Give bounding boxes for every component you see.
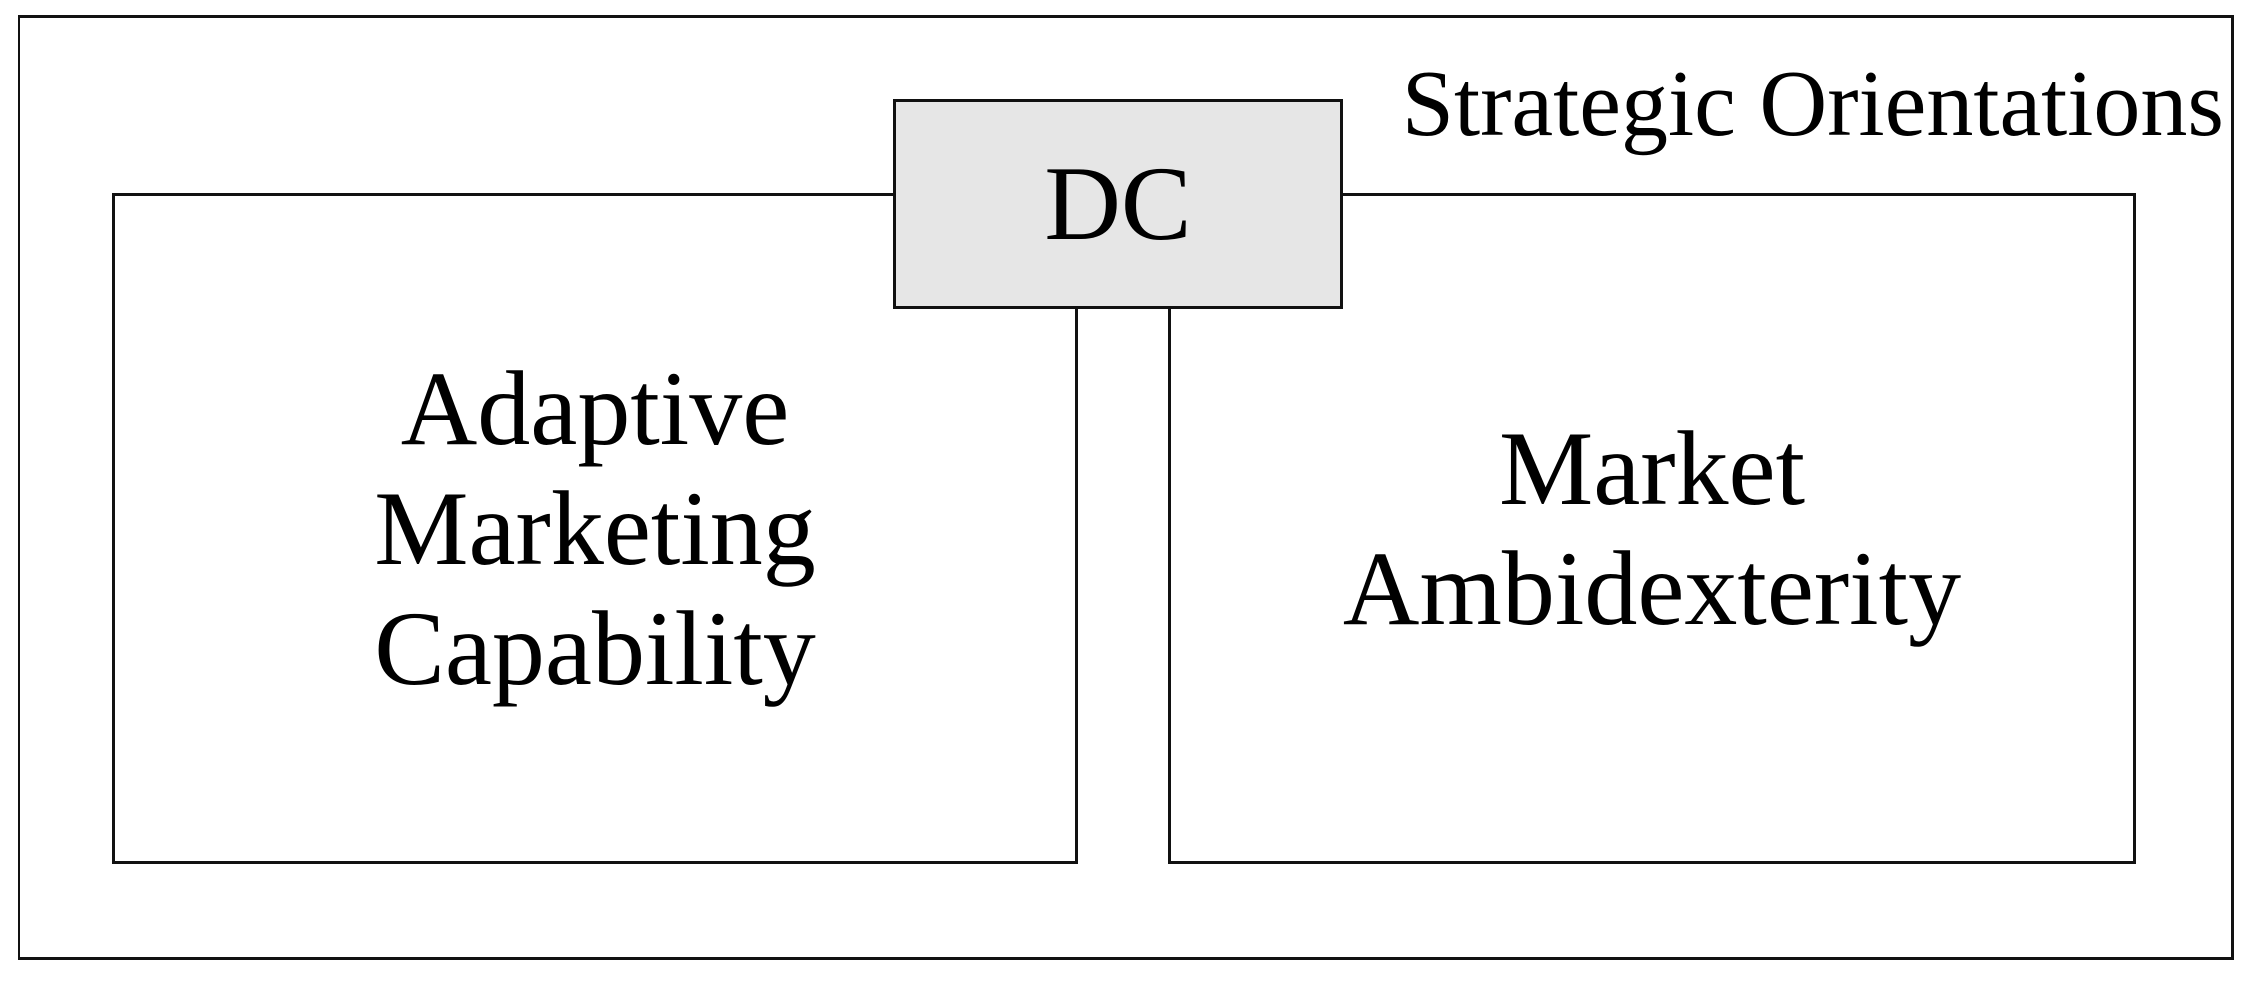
dc-box: DC <box>893 99 1343 309</box>
frame-title: Strategic Orientations <box>1401 52 2224 156</box>
label-line: Ambidexterity <box>1342 529 1962 647</box>
market-ambidexterity-label: Market Ambidexterity <box>1343 409 1961 649</box>
adaptive-marketing-capability-label: Adaptive Marketing Capability <box>374 349 816 709</box>
label-line: Capability <box>374 589 816 707</box>
dc-label: DC <box>1044 145 1192 262</box>
strategic-orientations-frame <box>18 15 2234 960</box>
label-line: Adaptive <box>400 349 790 467</box>
box-adaptive-marketing-capability: Adaptive Marketing Capability <box>112 193 1078 864</box>
label-line: Marketing <box>374 469 816 587</box>
label-line: Market <box>1498 409 1806 527</box>
